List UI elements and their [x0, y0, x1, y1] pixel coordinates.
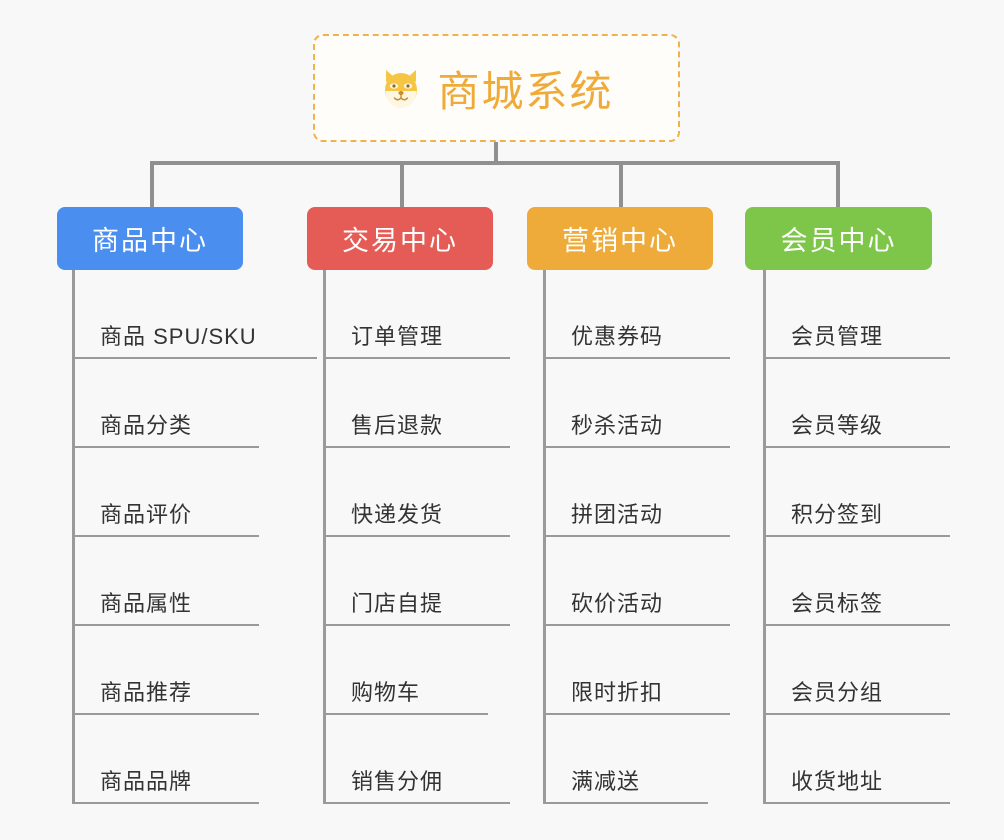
leaf-item-label: 积分签到: [791, 502, 884, 527]
leaf-item[interactable]: 商品分类: [72, 359, 259, 448]
leaf-item-label: 购物车: [351, 680, 421, 705]
leaf-item-label: 砍价活动: [571, 591, 664, 616]
leaf-item-label: 优惠券码: [571, 324, 664, 349]
leaf-item-label: 收货地址: [791, 769, 884, 794]
leaf-item-label: 商品 SPU/SKU: [100, 324, 257, 349]
leaf-item[interactable]: 会员管理: [763, 270, 950, 359]
leaf-item[interactable]: 砍价活动: [543, 537, 730, 626]
connector-drop-branch-1: [150, 161, 154, 207]
leaf-item[interactable]: 会员标签: [763, 537, 950, 626]
leaf-item[interactable]: 积分签到: [763, 448, 950, 537]
branch-card-4[interactable]: 会员中心: [745, 207, 932, 270]
branch-card-3-label: 营销中心: [562, 226, 678, 256]
branch-card-2[interactable]: 交易中心: [307, 207, 493, 270]
leaf-item[interactable]: 售后退款: [323, 359, 510, 448]
leaf-item-label: 限时折扣: [571, 680, 664, 705]
leaf-spine-4: [763, 270, 766, 804]
connector-horizontal-bus: [150, 161, 840, 165]
leaf-item[interactable]: 商品 SPU/SKU: [72, 270, 317, 359]
branch-card-1-label: 商品中心: [92, 226, 208, 256]
leaf-item-label: 商品推荐: [100, 680, 193, 705]
leaf-item[interactable]: 商品品牌: [72, 715, 259, 804]
leaf-item-label: 会员管理: [791, 324, 884, 349]
leaf-item[interactable]: 满减送: [543, 715, 708, 804]
leaf-item-label: 快递发货: [351, 502, 444, 527]
leaf-item-label: 会员标签: [791, 591, 884, 616]
leaf-item[interactable]: 收货地址: [763, 715, 950, 804]
connector-root-stem: [494, 142, 498, 165]
leaf-item-label: 会员等级: [791, 413, 884, 438]
leaf-item[interactable]: 秒杀活动: [543, 359, 730, 448]
leaf-item-label: 秒杀活动: [571, 413, 664, 438]
branch-card-2-label: 交易中心: [342, 226, 458, 256]
branch-card-4-label: 会员中心: [780, 226, 897, 256]
leaf-item[interactable]: 销售分佣: [323, 715, 510, 804]
shiba-dog-face-icon: [379, 66, 423, 110]
leaf-item[interactable]: 快递发货: [323, 448, 510, 537]
leaf-item[interactable]: 拼团活动: [543, 448, 730, 537]
leaf-item-label: 商品品牌: [100, 769, 193, 794]
leaf-item[interactable]: 优惠券码: [543, 270, 730, 359]
connector-drop-branch-2: [400, 161, 404, 207]
connector-drop-branch-4: [836, 161, 840, 207]
leaf-item[interactable]: 商品属性: [72, 537, 259, 626]
leaf-item[interactable]: 商品评价: [72, 448, 259, 537]
leaf-item-label: 销售分佣: [351, 769, 444, 794]
leaf-item[interactable]: 购物车: [323, 626, 488, 715]
root-node-mall-system[interactable]: 商城系统: [313, 34, 680, 142]
leaf-item-label: 商品评价: [100, 502, 193, 527]
leaf-item-label: 拼团活动: [571, 502, 664, 527]
leaf-item-label: 门店自提: [351, 591, 444, 616]
leaf-item[interactable]: 商品推荐: [72, 626, 259, 715]
leaf-spine-3: [543, 270, 546, 804]
leaf-item-label: 满减送: [571, 769, 641, 794]
leaf-item-label: 商品属性: [100, 591, 193, 616]
branch-card-3[interactable]: 营销中心: [527, 207, 713, 270]
leaf-item[interactable]: 门店自提: [323, 537, 510, 626]
leaf-item[interactable]: 会员分组: [763, 626, 950, 715]
root-node-title: 商城系统: [437, 67, 614, 115]
leaf-spine-1: [72, 270, 75, 804]
leaf-item[interactable]: 订单管理: [323, 270, 510, 359]
leaf-item-label: 商品分类: [100, 413, 193, 438]
leaf-item-label: 会员分组: [791, 680, 884, 705]
leaf-item[interactable]: 限时折扣: [543, 626, 730, 715]
leaf-item-label: 订单管理: [351, 324, 444, 349]
leaf-item[interactable]: 会员等级: [763, 359, 950, 448]
connector-drop-branch-3: [619, 161, 623, 207]
leaf-item-label: 售后退款: [351, 413, 444, 438]
leaf-spine-2: [323, 270, 326, 804]
branch-card-1[interactable]: 商品中心: [57, 207, 243, 270]
